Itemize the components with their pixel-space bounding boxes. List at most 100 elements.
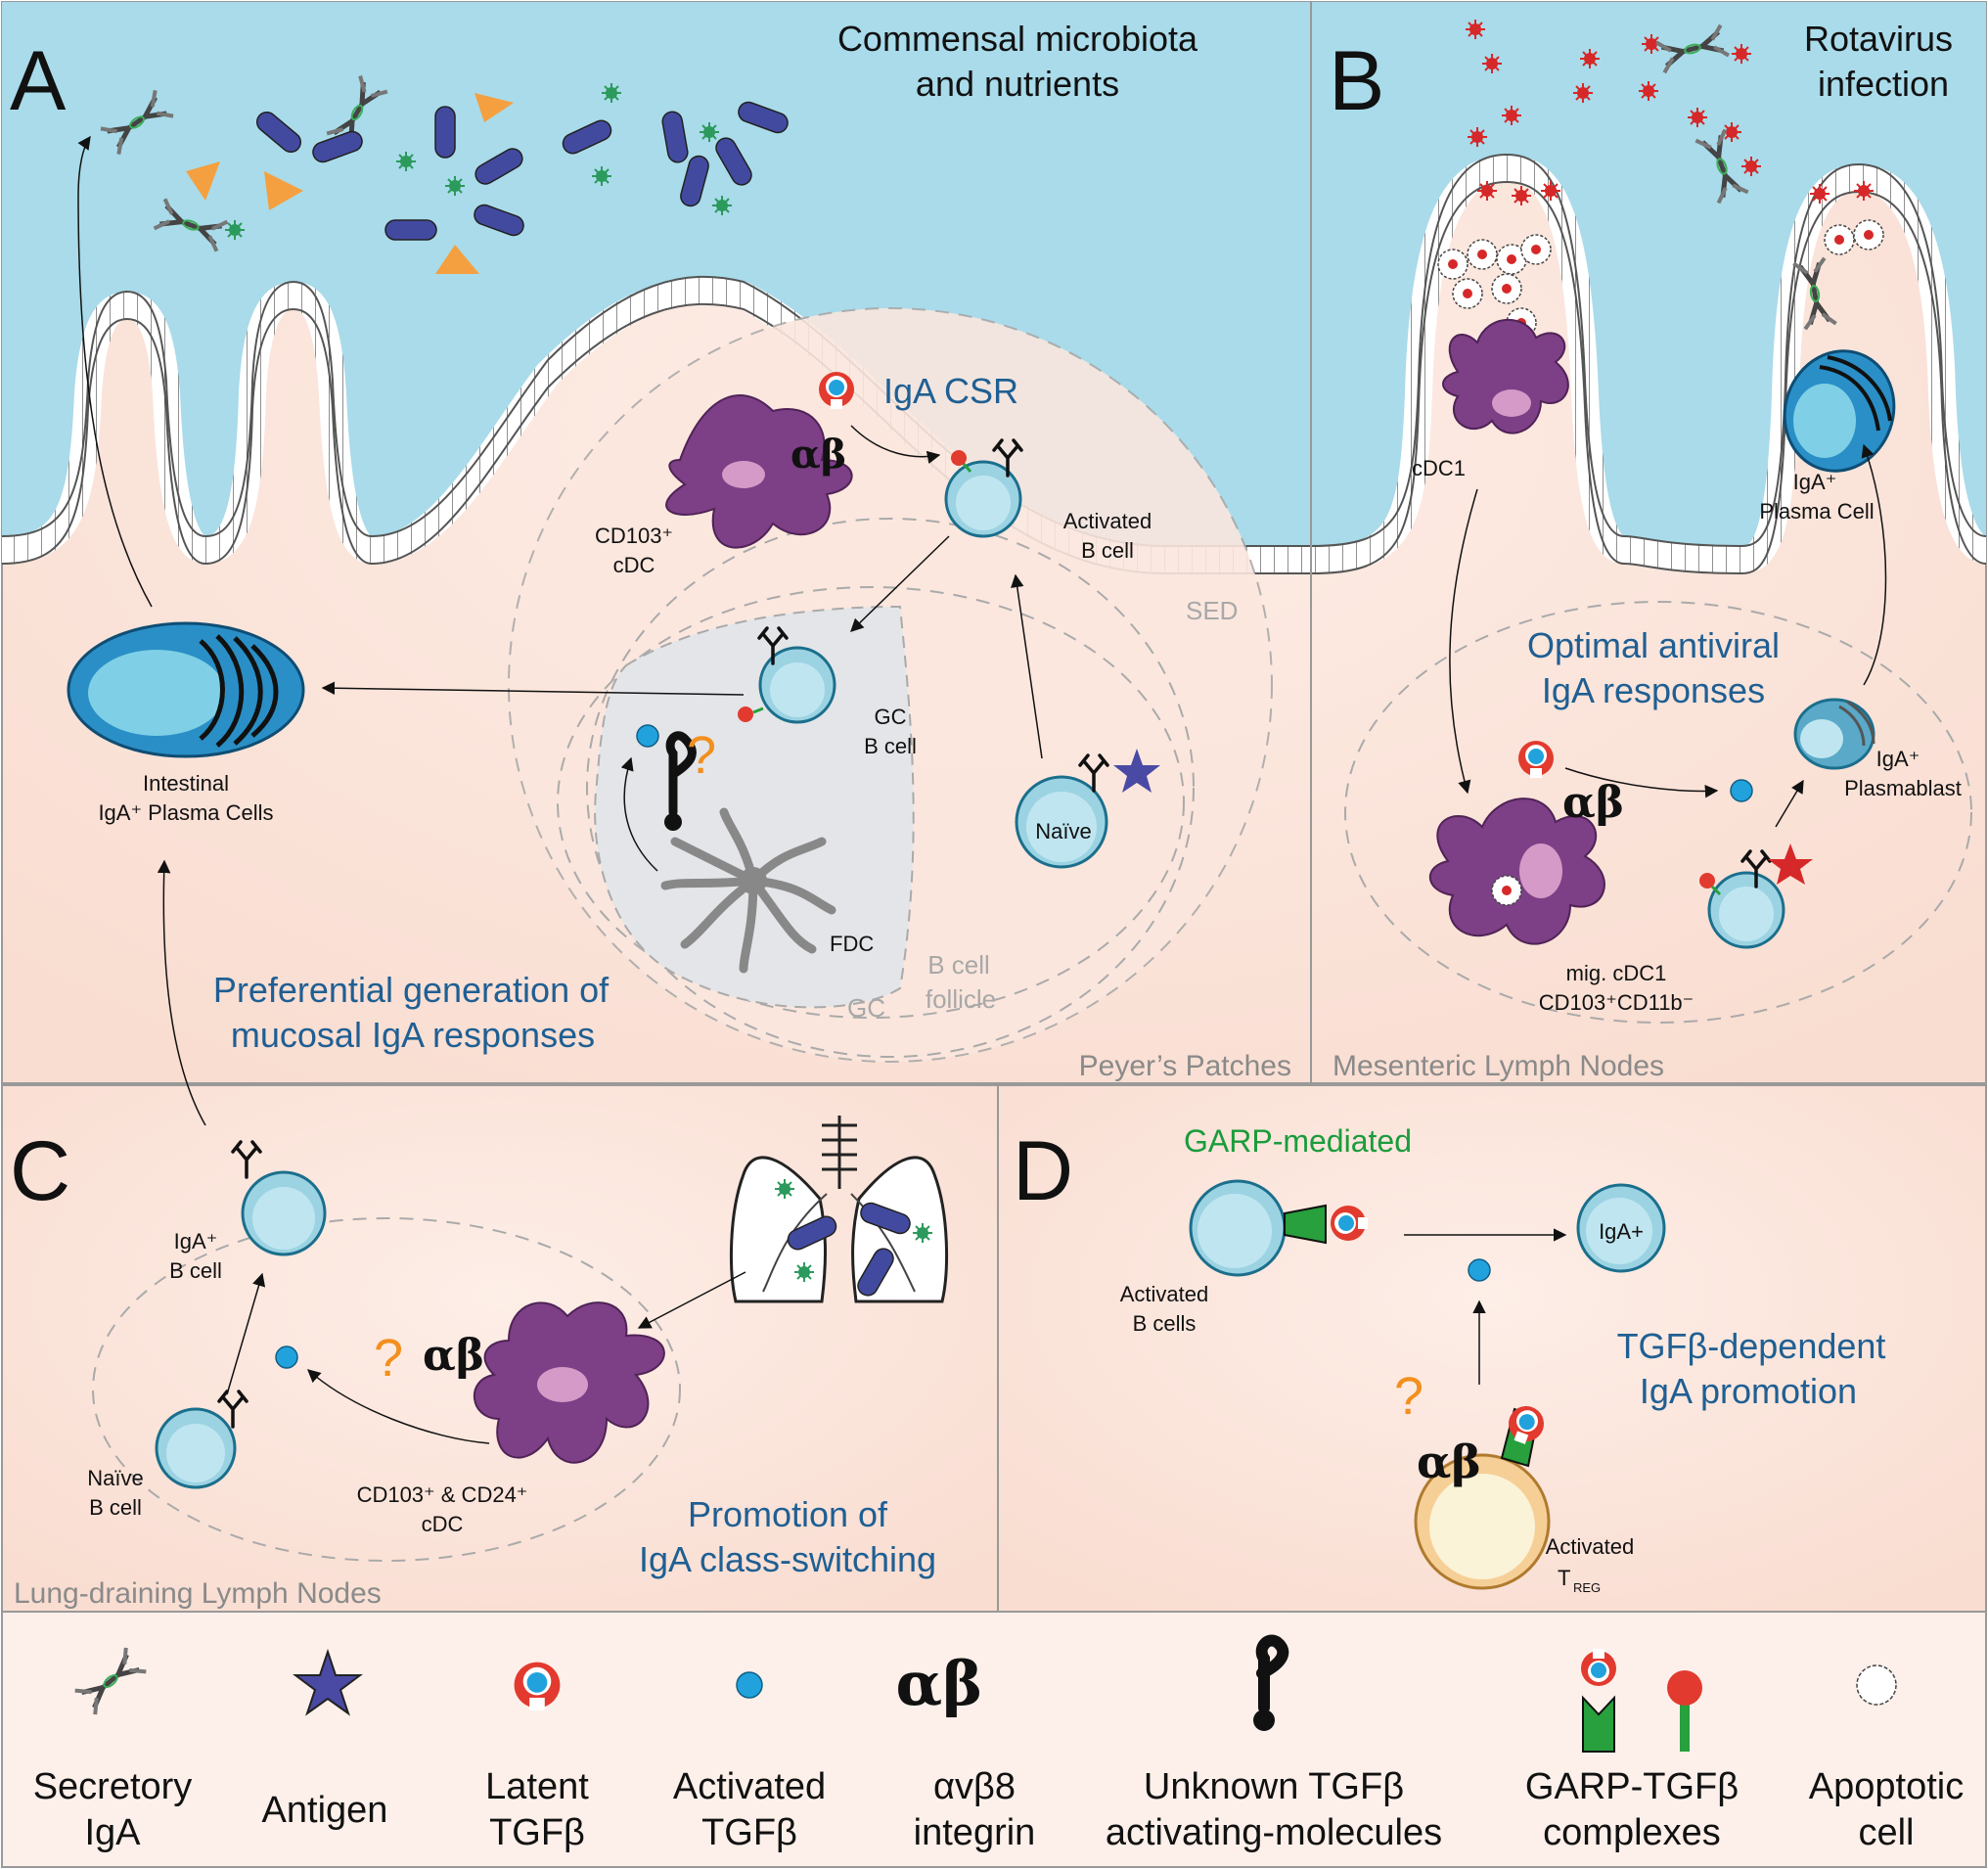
optimal-line2: IgA responses <box>1542 670 1765 710</box>
iga-plasma-cell-b: IgA⁺ Plasma Cell <box>1759 258 1896 524</box>
legend-apoptotic-cell-icon <box>1856 1664 1897 1706</box>
b-cell-follicle-line1: B cell <box>927 950 990 980</box>
panel-b: B Rotavirus infection cDC1 <box>1329 19 1972 1082</box>
cdc-c-line2: cDC <box>422 1512 464 1536</box>
tgfb-dependent-line1: TGFβ-dependent <box>1617 1326 1886 1366</box>
fdc: FDC <box>660 731 874 974</box>
iga-csr-label: IgA CSR <box>883 371 1018 411</box>
iga-plasmablast: IgA⁺ Plasmablast <box>1793 698 1962 800</box>
plasma-cell-b-line2: Plasma Cell <box>1759 499 1874 524</box>
lung-lymph-node-outline <box>92 1217 681 1562</box>
plasmablast-line1: IgA⁺ <box>1876 747 1920 771</box>
legend-label-integrin-line2: integrin <box>914 1812 1036 1853</box>
naive-b-cell-a-label: Naïve <box>1035 819 1091 843</box>
plasma-cell-b-line1: IgA⁺ <box>1793 470 1837 494</box>
legend-label-latent-line2: TGFβ <box>489 1812 585 1853</box>
panel-a-letter: A <box>10 34 67 128</box>
legend-label-secretory-iga-line1: Secretory <box>33 1766 193 1807</box>
commensal-microbiota <box>101 76 791 274</box>
question-mark-c: ? <box>374 1329 403 1388</box>
mig-cdc1: αβ mig. cDC1 CD103⁺CD11b⁻ <box>1428 778 1694 1015</box>
legend-label-unknown-line1: Unknown TGFβ <box>1144 1766 1404 1807</box>
activated-tgfb-d <box>1468 1258 1491 1282</box>
panel-b-lumen-line2: infection <box>1818 64 1949 104</box>
peyers-patch <box>508 307 1273 1063</box>
legend-label-activated-line2: TGFβ <box>701 1812 797 1853</box>
optimal-line1: Optimal antiviral <box>1527 625 1780 665</box>
activated-b-cells-d-line1: Activated <box>1120 1282 1209 1306</box>
treg-subscript: REG <box>1573 1580 1601 1595</box>
legend-label-integrin-line1: αvβ8 <box>933 1766 1016 1807</box>
cdc1-label: cDC1 <box>1412 456 1466 480</box>
iga-b-cell-c: IgA⁺ B cell <box>169 1140 327 1283</box>
cdc-a-label-line1: CD103⁺ <box>595 524 673 548</box>
integrin-av-b8-c: αβ <box>423 1331 484 1381</box>
cdc-a-label-line2: cDC <box>613 553 655 577</box>
panel-c: C IgA⁺ B cell Naïve B cell αβ CD103⁺ & <box>1 859 999 1613</box>
gc-b-cell: GC B cell <box>738 626 917 758</box>
garp-mediated-label: GARP-mediated <box>1184 1123 1412 1159</box>
treg-line1: Activated <box>1546 1534 1635 1559</box>
legend-garp-complex-icon <box>1581 1649 1702 1753</box>
integrin-av-b8-d: αβ <box>1417 1436 1481 1488</box>
sed-label: SED <box>1186 596 1238 625</box>
mig-cdc1-line1: mig. cDC1 <box>1566 961 1667 985</box>
legend-unknown-molecule-icon <box>1253 1634 1289 1731</box>
panel-d: D GARP-mediated Activated B cells IgA+ ?… <box>997 1084 1987 1613</box>
activated-tgfb-c <box>275 1345 298 1369</box>
panel-c-letter: C <box>10 1124 70 1218</box>
integrin-av-b8-a: αβ <box>791 432 846 478</box>
preferential-line2: mucosal IgA responses <box>231 1015 595 1055</box>
plasmablast-line2: Plasmablast <box>1844 776 1962 800</box>
legend-label-secretory-iga-line2: IgA <box>84 1812 141 1853</box>
legend-label-apoptotic-line2: cell <box>1858 1812 1914 1853</box>
iga-b-cell-c-line1: IgA⁺ <box>174 1229 218 1254</box>
promotion-line1: Promotion of <box>688 1494 888 1534</box>
fdc-label: FDC <box>830 932 874 956</box>
panel-a: A Commensal microbiota and nutrients <box>10 19 1291 1082</box>
legend-label-apoptotic-line1: Apoptotic <box>1809 1766 1964 1807</box>
legend-label-antigen: Antigen <box>262 1790 388 1831</box>
activated-tgfb-b <box>1730 779 1753 802</box>
naive-b-cell-a: Naïve <box>1015 749 1160 869</box>
gc-b-cell-line1: GC <box>875 705 907 729</box>
naive-b-cell-c: Naïve B cell <box>87 1390 248 1520</box>
legend-label-unknown-line2: activating-molecules <box>1106 1812 1442 1853</box>
cdc1-villus: cDC1 <box>1412 318 1569 480</box>
legend-activated-tgfb-icon <box>736 1671 763 1699</box>
promotion-line2: IgA class-switching <box>639 1539 936 1579</box>
legend-label-garp-line2: complexes <box>1543 1812 1721 1853</box>
legend-integrin-icon: αβ <box>896 1648 983 1719</box>
treg-line2: T <box>1558 1566 1570 1590</box>
activated-b-cell-b <box>1699 843 1813 949</box>
legend: αβ Secretory IgA Antigen Latent TGFβ Act… <box>1 1611 1987 1868</box>
legend-label-activated-line1: Activated <box>673 1766 826 1807</box>
mig-cdc1-line2: CD103⁺CD11b⁻ <box>1539 990 1694 1015</box>
b-cell-follicle-line2: follicle <box>926 984 996 1014</box>
question-mark-a: ? <box>687 726 716 785</box>
legend-label-garp-line1: GARP-TGFβ <box>1525 1766 1739 1807</box>
activated-tgfb-a <box>636 724 659 748</box>
cd103-cdc: αβ CD103⁺ cDC <box>595 394 853 577</box>
preferential-line1: Preferential generation of <box>213 970 610 1010</box>
panel-d-letter: D <box>1013 1124 1073 1218</box>
question-mark-d: ? <box>1394 1367 1423 1426</box>
iga-b-cell-d: IgA+ <box>1576 1183 1666 1273</box>
plasma-cells-a-line2: IgA⁺ Plasma Cells <box>98 800 273 825</box>
gc-b-cell-line2: B cell <box>864 734 917 758</box>
peyers-patches-label: Peyer’s Patches <box>1079 1050 1291 1082</box>
legend-antigen-icon <box>293 1648 363 1716</box>
activated-b-cells-d-line2: B cells <box>1133 1311 1197 1336</box>
lung-lymph-nodes-label: Lung-draining Lymph Nodes <box>14 1577 382 1610</box>
gc-zone-label: GC <box>847 993 885 1023</box>
legend-label-latent-line1: Latent <box>485 1766 589 1807</box>
tgfb-dependent-line2: IgA promotion <box>1640 1371 1857 1411</box>
integrin-av-b8-b: αβ <box>1562 778 1624 828</box>
activated-b-cells-d: Activated B cells <box>1120 1179 1368 1336</box>
mesenteric-lymph-node-outline <box>1344 601 1972 1024</box>
iga-b-cell-d-label: IgA+ <box>1599 1219 1644 1244</box>
panel-b-lumen-line1: Rotavirus <box>1804 19 1953 59</box>
lungs-icon <box>729 1116 949 1303</box>
activated-b-cell-a-line1: Activated <box>1063 509 1152 533</box>
